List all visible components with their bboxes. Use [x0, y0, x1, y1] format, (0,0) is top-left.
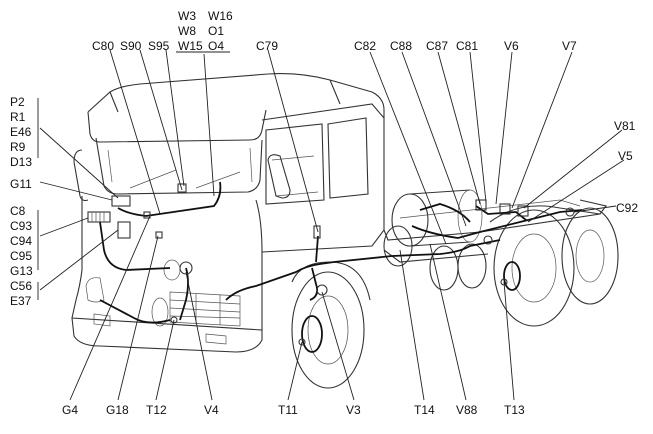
label-c94: C94: [10, 234, 32, 248]
label-c92: C92: [616, 201, 638, 215]
labels: P2 R1 E46 R9 D13 G11 C8 C93 C94 C95 G13 …: [10, 9, 638, 417]
label-o1: O1: [208, 24, 224, 38]
label-d13: D13: [10, 155, 32, 169]
label-o4: O4: [208, 39, 224, 53]
label-t12: T12: [146, 403, 167, 417]
label-v6: V6: [504, 39, 519, 53]
label-c80: C80: [92, 39, 114, 53]
label-s95: S95: [148, 39, 170, 53]
label-g11: G11: [10, 177, 32, 191]
label-c79: C79: [256, 39, 278, 53]
label-g4: G4: [62, 403, 78, 417]
label-s90: S90: [120, 39, 142, 53]
label-r1: R1: [10, 110, 26, 124]
label-v3: V3: [346, 403, 361, 417]
label-w16: W16: [208, 9, 233, 23]
label-p2: P2: [10, 95, 25, 109]
label-v7: V7: [562, 39, 577, 53]
label-v88: V88: [456, 403, 478, 417]
label-t14: T14: [414, 403, 435, 417]
label-r9: R9: [10, 140, 26, 154]
label-g13: G13: [10, 264, 33, 278]
label-w15: W15: [178, 39, 203, 53]
label-c87: C87: [426, 39, 448, 53]
label-t13: T13: [504, 403, 525, 417]
label-v81: V81: [614, 119, 636, 133]
wiring-harness: [87, 181, 583, 346]
label-c56: C56: [10, 279, 32, 293]
truck-outline: [71, 73, 619, 389]
label-g18: G18: [106, 403, 129, 417]
label-w3: W3: [178, 9, 196, 23]
label-c88: C88: [390, 39, 412, 53]
label-c95: C95: [10, 249, 32, 263]
label-v4: V4: [204, 403, 219, 417]
label-v5: V5: [618, 149, 633, 163]
label-e46: E46: [10, 125, 32, 139]
label-c81: C81: [456, 39, 478, 53]
label-c82: C82: [354, 39, 376, 53]
label-t11: T11: [278, 403, 298, 417]
label-w8: W8: [178, 24, 196, 38]
label-c8: C8: [10, 204, 26, 218]
label-c93: C93: [10, 219, 32, 233]
leader-lines: [37, 49, 625, 401]
label-e37: E37: [10, 294, 32, 308]
